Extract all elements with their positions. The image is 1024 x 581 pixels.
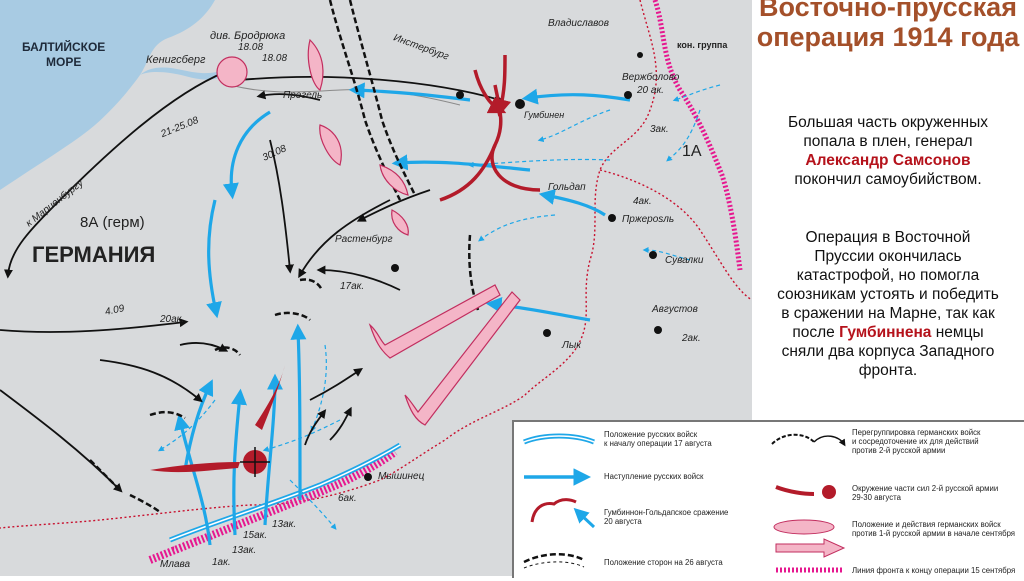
konigsberg-label: Кенигсберг [146, 54, 206, 66]
ak6-label: 6ак. [338, 493, 357, 504]
legend-symbols [523, 433, 846, 573]
ak17-label: 17ак. [340, 281, 365, 292]
legend-russian-advance: Наступление русских войск [604, 472, 704, 481]
vladislavov-label: Владиславов [548, 18, 609, 29]
date-label-b: 18.08 [262, 53, 288, 64]
baltic-sea [0, 0, 215, 190]
lagoon [140, 67, 226, 80]
russian-advance-arrows [174, 82, 631, 546]
suvalki-label: Сувалки [665, 255, 704, 266]
ak13b-label: 13ак. [232, 545, 257, 556]
map-svg [0, 0, 753, 576]
goldap-label: Гольдап [548, 182, 586, 193]
border-east [599, 169, 753, 301]
front-line-east [652, 0, 743, 271]
legend-positions-26: Положение сторон на 26 августа [604, 558, 723, 567]
legend-front-line: Линия фронта к концу операции 15 сентябр… [852, 566, 1016, 575]
myshinets-label: Мышинец [378, 471, 425, 482]
ak3-label: 3ак. [650, 124, 669, 135]
ak20-a-label: 20 ак. [637, 85, 664, 96]
ak2-label: 2ак. [682, 333, 701, 344]
german-positions-pink [216, 38, 521, 426]
samsonov-name: Александр Самсонов [805, 152, 971, 169]
div-brodryuk-label: див. Бродрюка [210, 30, 286, 42]
ak13a-label: 13ак. [272, 519, 297, 530]
pregel-label: Прегель [283, 90, 323, 101]
front-line-south [148, 448, 398, 564]
encirclement-arrows [150, 365, 285, 473]
verzhbolovo-label: Вержболово [622, 72, 680, 83]
ak1-label: 1ак. [212, 557, 231, 568]
country-label: ГЕРМАНИЯ [32, 242, 156, 267]
gumbinnen-name: Гумбиннена [839, 324, 932, 341]
paragraph-1: Большая часть окруженных попала в плен, … [787, 114, 989, 188]
ak4-label: 4ак. [633, 196, 652, 207]
ak15-label: 15ак. [243, 530, 268, 541]
paragraph-2: Операция в Восточной Пруссии окончилась … [777, 229, 999, 379]
date-label-a: 18.08 [238, 42, 264, 53]
lyk-label: Лык [562, 340, 581, 351]
rastenburg-label: Растенбург [335, 234, 393, 245]
slide-title: Восточно-прусская операция 1914 года [756, 0, 1020, 52]
przherosl-label: Пржерosль [622, 214, 675, 225]
avgustov-label: Августов [652, 304, 698, 315]
ak20-b-label: 20ак. [160, 314, 185, 325]
russian-dashed-arrows [157, 84, 721, 530]
mlava-label: Млава [160, 559, 191, 570]
encirclement-mark [240, 447, 270, 477]
army-8-label: 8А (герм) [80, 214, 145, 231]
kon-gruppa-label: кон. группа [677, 40, 728, 50]
gumbinnen-battle [439, 54, 541, 202]
gumbinnen-label: Гумбинен [524, 110, 565, 120]
cities [364, 52, 662, 481]
army-1-label: 1А [682, 143, 702, 160]
state-border [0, 0, 657, 529]
